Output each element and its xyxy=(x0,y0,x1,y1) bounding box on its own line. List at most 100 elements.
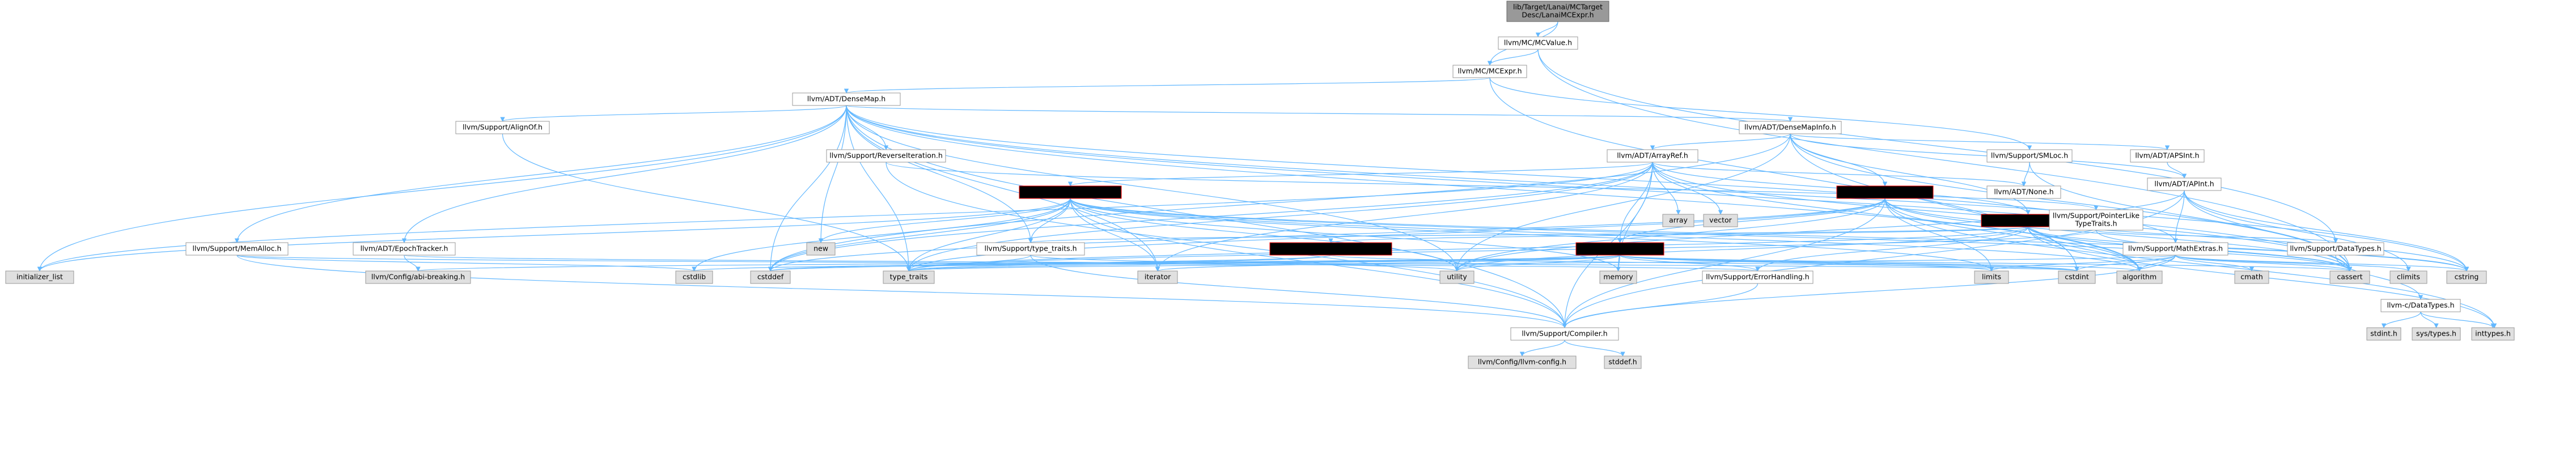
node-memalloc[interactable]: llvm/Support/MemAlloc.h xyxy=(185,242,289,256)
node-label-stdint: stdint.h xyxy=(2370,329,2397,338)
node-label-cstdint: cstdint xyxy=(2065,273,2089,281)
edge-smloc-to-none xyxy=(2021,162,2030,187)
node-densemapinfo[interactable]: llvm/ADT/DenseMapInfo.h xyxy=(1739,121,1842,134)
node-box-reverseiteration xyxy=(826,149,946,163)
edge-stlextras-to-abibreaking xyxy=(416,255,1621,272)
node-box-memalloc xyxy=(185,242,289,256)
node-mathextras[interactable]: llvm/Support/MathExtras.h xyxy=(2122,242,2228,256)
edge-stringref-to-typetraits xyxy=(906,198,1886,272)
edge-arrayref-to-array xyxy=(1652,162,1681,215)
edge-swapbyteorder-to-cstdint xyxy=(1330,255,2079,272)
node-iterator: iterator xyxy=(1137,270,1178,284)
edge-alignof-to-typetraits xyxy=(502,133,912,272)
node-cstdint: cstdint xyxy=(2058,270,2096,284)
edge-mcvalue-to-mcexpr xyxy=(1487,49,1539,66)
edge-stlextras-to-memory xyxy=(1616,255,1621,272)
edge-arrayref-to-stlextras xyxy=(1617,162,1653,243)
node-stringref[interactable]: llvm/ADT/StringRef.h xyxy=(1836,185,1934,199)
node-box-root xyxy=(1506,1,1609,22)
node-label-mcvalue: llvm/MC/MCValue.h xyxy=(1504,39,1572,47)
nodes-layer: lib/Target/Lanai/MCTargetDesc/LanaiMCExp… xyxy=(5,1,2515,369)
edge-ctypes-to-stdint xyxy=(2381,311,2421,328)
node-box-densemapinfo xyxy=(1739,121,1842,134)
node-label-limits: limits xyxy=(1982,273,2001,281)
node-label-abibreaking: llvm/Config/abi-breaking.h xyxy=(371,273,465,281)
node-box-pointerlike xyxy=(2049,209,2143,231)
node-label-stlextras: llvm/ADT/STLExtras.h xyxy=(1582,244,1658,253)
node-none[interactable]: llvm/ADT/None.h xyxy=(1986,185,2061,199)
edge-stringref-to-cstddef xyxy=(768,198,1886,272)
node-label-utility: utility xyxy=(1447,273,1467,281)
node-apint[interactable]: llvm/ADT/APInt.h xyxy=(2147,177,2222,191)
node-label-cassert: cassert xyxy=(2337,273,2362,281)
node-box-epochtracker xyxy=(353,242,456,256)
node-label-initlist: initializer_list xyxy=(16,273,63,281)
edge-stringref-to-stlextras xyxy=(1617,198,1886,243)
node-swapbyteorder[interactable]: llvm/Support/SwapByteOrder.h xyxy=(1269,242,1392,256)
edge-mathextras-to-cassert xyxy=(2175,255,2353,272)
edge-compiler-to-stddef xyxy=(1564,340,1625,357)
node-box-arrayref xyxy=(1607,149,1698,163)
node-mcexpr[interactable]: llvm/MC/MCExpr.h xyxy=(1452,65,1527,78)
edge-stlextras-to-typetraits xyxy=(906,255,1621,272)
node-label-cmath: cmath xyxy=(2240,273,2263,281)
node-alignof[interactable]: llvm/Support/AlignOf.h xyxy=(455,121,550,134)
edge-memalloc-to-cstdlib xyxy=(236,255,697,272)
node-smloc[interactable]: llvm/Support/SMLoc.h xyxy=(1986,149,2073,163)
edge-pointerlike-to-datatypes xyxy=(2095,230,2338,243)
node-densemap[interactable]: llvm/ADT/DenseMap.h xyxy=(792,92,901,106)
node-box-stlextras xyxy=(1575,242,1664,256)
node-algorithm: algorithm xyxy=(2116,270,2163,284)
node-box-smloc xyxy=(1986,149,2073,163)
node-box-mcvalue xyxy=(1498,36,1578,50)
node-smallvector[interactable]: llvm/ADT/SmallVector.h xyxy=(1019,185,1122,199)
node-label-array: array xyxy=(1669,216,1688,225)
node-label-densemap: llvm/ADT/DenseMap.h xyxy=(807,95,886,103)
node-mcvalue[interactable]: llvm/MC/MCValue.h xyxy=(1498,36,1578,50)
edge-mcexpr-to-densemap xyxy=(844,77,1490,94)
node-initlist: initializer_list xyxy=(5,270,74,284)
node-errorhandling[interactable]: llvm/Support/ErrorHandling.h xyxy=(1702,270,1814,284)
node-apsint[interactable]: llvm/ADT/APSInt.h xyxy=(2130,149,2205,163)
node-typetraitsh[interactable]: llvm/Support/type_traits.h xyxy=(976,242,1085,256)
edge-apint-to-compiler xyxy=(1562,190,2185,328)
node-compiler[interactable]: llvm/Support/Compiler.h xyxy=(1510,327,1619,341)
node-box-abibreaking xyxy=(365,270,471,284)
node-box-cstdlib xyxy=(675,270,713,284)
edge-stlextras-to-errorhandling xyxy=(1619,255,1760,272)
node-cmath: cmath xyxy=(2234,270,2269,284)
node-ctypes[interactable]: llvm-c/DataTypes.h xyxy=(2380,299,2461,312)
edge-hashing-to-typetraitsh xyxy=(1028,226,2029,243)
edge-mcexpr-to-smloc xyxy=(1489,77,2032,150)
node-label-cstddef: cstddef xyxy=(757,273,784,281)
edge-apint-to-cassert xyxy=(2184,190,2353,272)
edge-smallvector-to-algorithm xyxy=(1070,198,2142,272)
edge-densemap-to-cstddef xyxy=(768,105,847,272)
edge-mathextras-to-compiler xyxy=(1562,255,2176,328)
node-cstdlib: cstdlib xyxy=(675,270,713,284)
node-reverseiteration[interactable]: llvm/Support/ReverseIteration.h xyxy=(826,149,946,163)
node-box-algorithm xyxy=(2116,270,2163,284)
edge-densemapinfo-to-stringref xyxy=(1790,133,1888,187)
node-arrayref[interactable]: llvm/ADT/ArrayRef.h xyxy=(1607,149,1698,163)
node-datatypes[interactable]: llvm/Support/DataTypes.h xyxy=(2287,242,2384,256)
node-epochtracker[interactable]: llvm/ADT/EpochTracker.h xyxy=(353,242,456,256)
node-box-new xyxy=(806,242,836,256)
node-label-hashing: llvm/ADT/Hashing.h xyxy=(1993,216,2063,225)
node-label-vector: vector xyxy=(1709,216,1732,225)
node-cstddef: cstddef xyxy=(750,270,791,284)
edge-errorhandling-to-compiler xyxy=(1562,283,1759,328)
edge-hashing-to-cstring xyxy=(2027,226,2469,272)
node-label-iterator: iterator xyxy=(1145,273,1171,281)
node-box-cstdint xyxy=(2058,270,2096,284)
node-box-errorhandling xyxy=(1702,270,1814,284)
node-label-ctypes: llvm-c/DataTypes.h xyxy=(2387,301,2454,310)
edge-densemap-to-iterator xyxy=(846,105,1160,272)
node-box-typetraits xyxy=(883,270,935,284)
node-box-stringref xyxy=(1836,185,1934,199)
node-label-pointerlike: llvm/Support/PointerLike xyxy=(2053,211,2139,220)
node-box-memory xyxy=(1599,270,1637,284)
node-stlextras[interactable]: llvm/ADT/STLExtras.h xyxy=(1575,242,1664,256)
edge-stlextras-to-limits xyxy=(1619,255,1994,272)
